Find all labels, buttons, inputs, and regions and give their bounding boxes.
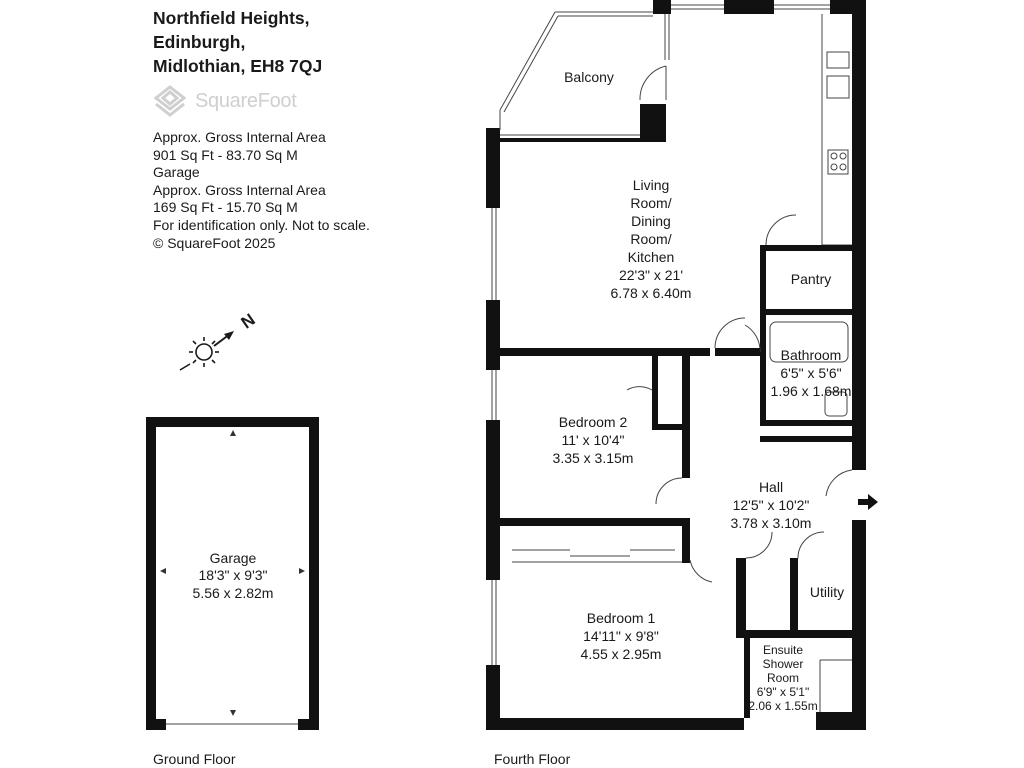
area-info-line: 901 Sq Ft - 83.70 Sq M bbox=[153, 146, 298, 163]
squarefoot-logo: SquareFoot bbox=[151, 84, 297, 118]
living-label: Room/ bbox=[630, 231, 671, 247]
utility-label: Utility bbox=[810, 584, 844, 600]
fourth-floor-plan bbox=[486, 0, 878, 730]
garage-plan bbox=[146, 417, 319, 730]
ensuite-metric: 2.06 x 1.55m bbox=[748, 699, 817, 713]
address-line-1: Northfield Heights, bbox=[153, 8, 310, 28]
living-label: Kitchen bbox=[628, 249, 675, 265]
address-line-3: Midlothian, EH8 7QJ bbox=[153, 56, 323, 76]
hall-imperial: 12'5" x 10'2" bbox=[733, 497, 810, 513]
area-info-line: Approx. Gross Internal Area bbox=[153, 181, 326, 198]
area-info-line: Garage bbox=[153, 164, 200, 181]
living-metric: 6.78 x 6.40m bbox=[611, 285, 692, 301]
squarefoot-logo-icon bbox=[153, 85, 187, 117]
bedroom2-label: Bedroom 2 bbox=[559, 414, 628, 430]
disclaimer: For identification only. Not to scale. bbox=[153, 216, 370, 233]
bedroom2-imperial: 11' x 10'4" bbox=[562, 432, 625, 448]
balcony-label: Balcony bbox=[564, 69, 614, 85]
ground-floor-label: Ground Floor bbox=[153, 751, 236, 767]
address-line-2: Edinburgh, bbox=[153, 32, 246, 52]
compass: N bbox=[179, 312, 259, 371]
fourth-floor-label: Fourth Floor bbox=[494, 751, 571, 767]
bathroom-metric: 1.96 x 1.68m bbox=[771, 383, 852, 399]
logo-text: SquareFoot bbox=[195, 89, 297, 112]
north-arrow-icon bbox=[213, 331, 234, 347]
bathroom-imperial: 6'5" x 5'6" bbox=[780, 365, 841, 381]
bedroom2-metric: 3.35 x 3.15m bbox=[553, 450, 634, 466]
bathroom-label: Bathroom bbox=[781, 347, 842, 363]
hall-label: Hall bbox=[759, 479, 783, 495]
living-label: Dining bbox=[631, 213, 671, 229]
ensuite-label: Shower bbox=[763, 657, 804, 671]
garage-label: Garage bbox=[210, 550, 257, 566]
area-info: Approx. Gross Internal Area 901 Sq Ft - … bbox=[153, 129, 370, 252]
ensuite-label: Ensuite bbox=[763, 643, 803, 657]
area-info-line: Approx. Gross Internal Area bbox=[153, 129, 326, 145]
bedroom1-label: Bedroom 1 bbox=[587, 610, 656, 626]
sun-icon bbox=[179, 337, 219, 371]
living-label: Living bbox=[633, 177, 670, 193]
bedroom1-metric: 4.55 x 2.95m bbox=[581, 646, 662, 662]
bedroom1-imperial: 14'11" x 9'8" bbox=[583, 628, 659, 644]
garage-metric: 5.56 x 2.82m bbox=[193, 585, 274, 601]
ensuite-imperial: 6'9" x 5'1" bbox=[757, 685, 809, 699]
living-label: Room/ bbox=[630, 195, 671, 211]
property-address: Northfield Heights, Edinburgh, Midlothia… bbox=[153, 6, 322, 78]
garage-imperial: 18'3" x 9'3" bbox=[199, 567, 268, 583]
copyright: © SquareFoot 2025 bbox=[153, 234, 276, 251]
hall-metric: 3.78 x 3.10m bbox=[731, 515, 812, 531]
area-info-line: 169 Sq Ft - 15.70 Sq M bbox=[153, 199, 298, 216]
ensuite-label: Room bbox=[767, 671, 799, 685]
living-imperial: 22'3" x 21' bbox=[619, 267, 683, 283]
pantry-label: Pantry bbox=[791, 271, 831, 287]
